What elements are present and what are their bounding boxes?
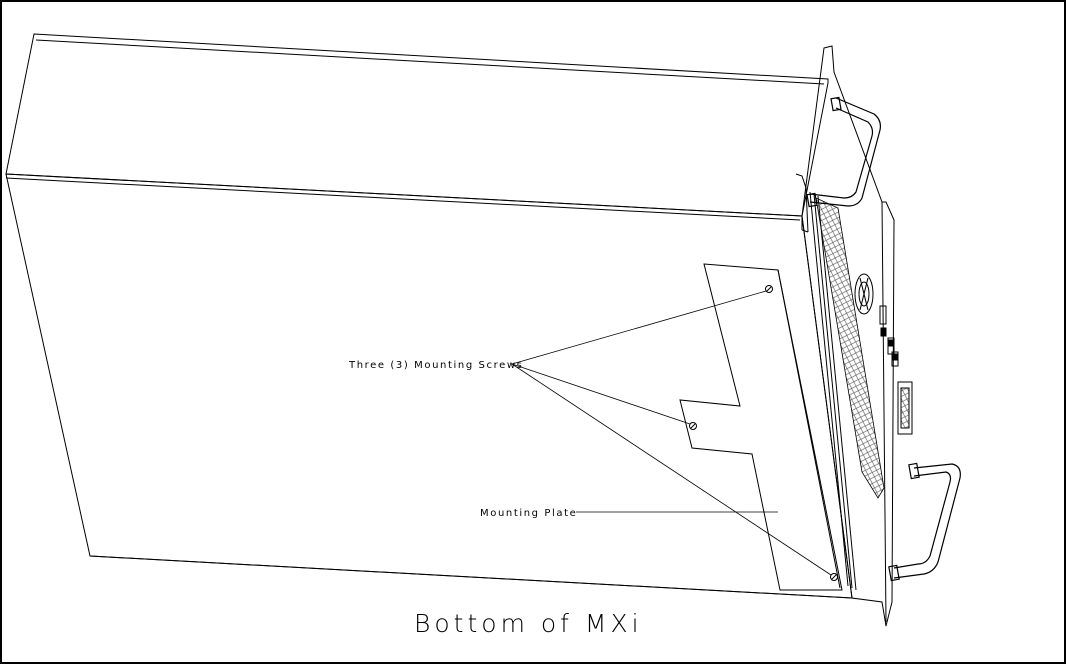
chassis-top-panel — [6, 34, 828, 216]
vent-grille — [816, 198, 884, 498]
screws-label: Three (3) Mounting Screws — [348, 360, 523, 371]
power-inlet-icon — [898, 382, 912, 434]
screw-icon — [690, 423, 697, 430]
lower-handle — [889, 463, 960, 580]
fan-icon — [855, 274, 873, 314]
upper-handle — [807, 97, 880, 206]
screw-icon — [831, 574, 838, 581]
diagram-caption: Bottom of MXi — [414, 609, 643, 638]
screw-icon — [766, 286, 773, 293]
leader-lines — [512, 291, 831, 575]
chassis-bottom-face — [6, 174, 852, 598]
mounting-plate — [680, 264, 842, 590]
mounting-screws — [690, 286, 838, 581]
plate-label: Mounting Plate — [480, 508, 577, 519]
